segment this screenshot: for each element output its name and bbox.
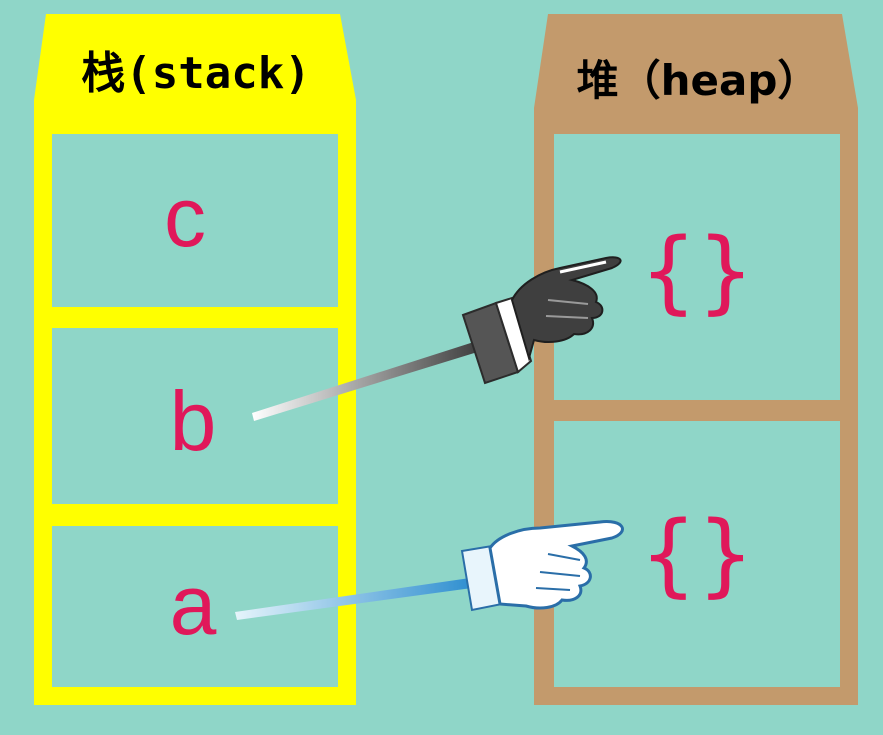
pointer-stick: [235, 578, 472, 620]
stack-cell-label: a: [170, 558, 217, 652]
heap-title: 堆（heap）: [577, 56, 820, 105]
heap-object-braces: {}: [640, 502, 755, 607]
stack-cell-b: [52, 328, 338, 504]
heap-object-braces: {}: [640, 219, 755, 324]
pointer-stick: [252, 340, 484, 421]
stack-column: 栈(stack) c b a: [34, 14, 356, 705]
stack-cell-label: b: [170, 374, 217, 468]
stack-title: 栈(stack): [81, 48, 310, 99]
heap-column: 堆（heap） {} {}: [534, 14, 858, 705]
pointer-b-to-heap-0: [252, 256, 622, 421]
pointing-hand-light-icon: [460, 520, 624, 612]
stack-cell-label: c: [164, 170, 206, 264]
stack-cell-c: [52, 134, 338, 307]
heap-cell-1: [554, 421, 840, 687]
pointer-a-to-heap-1: [235, 520, 624, 620]
pointing-hand-dark-icon: [461, 256, 622, 385]
